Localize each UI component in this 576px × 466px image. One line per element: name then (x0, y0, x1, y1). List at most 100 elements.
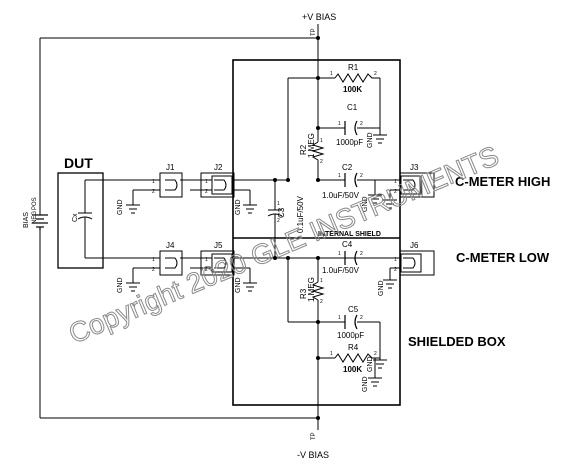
j2-label: J2 (214, 163, 223, 172)
r3-resistor (311, 281, 325, 301)
gnd-symbol-j2 (243, 204, 257, 214)
j5-label: J5 (214, 241, 223, 250)
c5-pin2: 2 (360, 315, 363, 321)
c4-pin2: 2 (360, 251, 363, 257)
r3-pin2: 2 (320, 299, 323, 305)
j2-pin2: 2 (205, 189, 208, 195)
r2-pin1: 1 (320, 138, 323, 144)
r4-value: 100K (343, 365, 362, 374)
c2-value: 1.0uF/50V (322, 191, 360, 200)
r2-pin2: 2 (320, 159, 323, 165)
r3-pin1: 1 (320, 278, 323, 284)
j3-pin2: 2 (394, 189, 397, 195)
gnd-label-c5: GND (367, 356, 374, 372)
c4-ref: C4 (342, 240, 353, 249)
dut-box (57, 172, 104, 269)
c2-pin1: 1 (338, 173, 341, 179)
r2-resistor (311, 141, 325, 161)
neg-label: NEG (32, 211, 38, 224)
j4-label: J4 (166, 241, 175, 250)
r1-pin2: 2 (374, 71, 377, 77)
c4-pin1: 1 (338, 251, 341, 257)
r1-value: 100K (343, 85, 362, 94)
c4-value: 1.0uF/50V (322, 266, 360, 275)
c1-capacitor (344, 120, 358, 136)
tp-bottom-label: TP (311, 432, 317, 440)
bias-label: BIAS (23, 212, 30, 228)
vbias-neg-label: -V BIAS (297, 450, 329, 460)
j6-label: J6 (410, 241, 419, 250)
c3-value: 0.1uF/50V (296, 195, 305, 233)
j3-pin1: 1 (394, 179, 397, 185)
j2-pin1: 1 (205, 179, 208, 185)
j3-connector (399, 172, 435, 198)
gnd-label-j4: GND (117, 277, 124, 293)
j4-pin2: 2 (152, 267, 155, 273)
r3-value: 1 MEG (307, 277, 316, 302)
j4-pin1: 1 (152, 257, 155, 263)
j5-pin1: 1 (205, 257, 208, 263)
internal-shield-label: INTERNAL SHIELD (318, 231, 381, 238)
gnd-symbol-j3 (383, 199, 397, 209)
gnd-symbol-c2 (368, 194, 382, 204)
j3-label: J3 (410, 163, 419, 172)
c5-pin1: 1 (338, 315, 341, 321)
gnd-label-j5: GND (235, 277, 242, 293)
j1-pin1: 1 (152, 179, 155, 185)
gnd-symbol-j6 (383, 279, 397, 289)
gnd-symbol-j1 (126, 204, 140, 214)
j6-pin2: 2 (394, 267, 397, 273)
gnd-label-c2: GND (362, 196, 369, 212)
c1-pin2: 2 (360, 121, 363, 127)
c5-value: 1000pF (337, 331, 364, 340)
gnd-symbol-j4 (126, 282, 140, 292)
c2-pin2: 2 (360, 173, 363, 179)
r4-pin1: 1 (330, 351, 333, 357)
gnd-label-j6: GND (378, 280, 385, 296)
vbias-pos-label: +V BIAS (302, 12, 336, 22)
r3-ref: R3 (299, 288, 308, 299)
c3-pin2: 2 (277, 218, 280, 224)
j5-pin2: 2 (205, 267, 208, 273)
c5-capacitor (344, 314, 358, 330)
j5-connector (200, 250, 235, 276)
c3-pin1: 1 (277, 201, 280, 207)
r4-ref: R4 (348, 343, 359, 352)
gnd-symbol-j5 (243, 282, 257, 292)
bias-battery (32, 214, 48, 230)
shielded-box-label: SHIELDED BOX (408, 334, 506, 349)
r2-ref: R2 (299, 144, 308, 155)
c1-value: 1000pF (336, 138, 363, 147)
c1-ref: C1 (347, 103, 358, 112)
dut-label: DUT (64, 155, 93, 171)
c5-ref: C5 (348, 305, 359, 314)
c2-capacitor (344, 172, 358, 188)
copyright-watermark: Copyright 2020 GLE INSTRUMENTS (64, 140, 503, 350)
c4-capacitor (344, 250, 358, 266)
j4-connector (159, 250, 183, 276)
r1-pin1: 1 (330, 71, 333, 77)
j6-connector (399, 250, 435, 276)
j1-pin2: 2 (152, 189, 155, 195)
j1-connector (159, 172, 183, 198)
c2-ref: C2 (342, 163, 353, 172)
shielded-box-outline (232, 59, 401, 406)
j6-pin1: 1 (394, 257, 397, 263)
gnd-label-c1: GND (367, 132, 374, 148)
r2-value: 1 MEG (307, 133, 316, 158)
j2-connector (200, 172, 235, 198)
gnd-symbol-c5 (373, 359, 387, 369)
c-meter-low-label: C-METER LOW (456, 250, 550, 265)
c3-ref: C3 (277, 207, 286, 218)
r1-resistor (334, 73, 375, 83)
tp-top-label: TP (311, 28, 317, 36)
gnd-label-j1: GND (117, 199, 124, 215)
gnd-label-r4: GND (362, 376, 369, 392)
r4-pin2: 2 (374, 351, 377, 357)
c1-pin1: 1 (338, 121, 341, 127)
cx-label: Cx (72, 213, 79, 222)
r1-ref: R1 (348, 63, 359, 72)
c-meter-high-label: C-METER HIGH (455, 174, 550, 189)
gnd-symbol-c1 (373, 134, 387, 144)
